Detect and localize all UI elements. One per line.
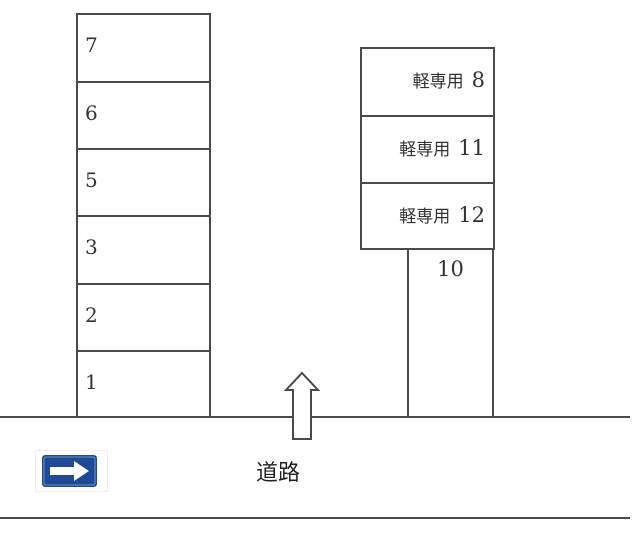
parking-column-left: 7 6 5 3 2 1	[76, 13, 211, 417]
parking-space-8[interactable]: 軽専用 8	[362, 49, 493, 117]
parking-space-1[interactable]: 1	[78, 352, 209, 417]
kei-only-label: 軽専用	[399, 140, 451, 160]
parking-space-6[interactable]: 6	[78, 83, 209, 150]
space-number: 12	[458, 203, 485, 227]
kei-only-label: 軽専用	[399, 207, 451, 227]
parking-space-10[interactable]: 10	[407, 249, 494, 417]
parking-block-kei-only: 軽専用 8 軽専用 11 軽専用 12	[360, 47, 495, 250]
space-number: 5	[85, 168, 98, 192]
space-number: 2	[85, 303, 98, 327]
space-number: 11	[458, 136, 485, 160]
space-number: 7	[85, 33, 98, 57]
road-edge-top	[0, 416, 630, 418]
parking-space-2[interactable]: 2	[78, 285, 209, 352]
parking-space-11[interactable]: 軽専用 11	[362, 117, 493, 184]
space-label: 軽専用 8	[413, 67, 485, 92]
space-label: 軽専用 11	[399, 135, 485, 160]
space-number: 10	[437, 257, 464, 281]
parking-space-12[interactable]: 軽専用 12	[362, 184, 493, 248]
road-label: 道路	[256, 461, 301, 486]
arrow-up-outline-icon	[283, 371, 321, 440]
parking-space-5[interactable]: 5	[78, 150, 209, 217]
road-edge-bottom	[0, 517, 630, 519]
space-number: 1	[85, 370, 98, 394]
parking-space-3[interactable]: 3	[78, 217, 209, 285]
space-number: 8	[471, 68, 485, 92]
one-way-sign-frame	[35, 450, 108, 492]
parking-space-7[interactable]: 7	[78, 15, 209, 83]
one-way-right-arrow-sign-icon	[42, 455, 97, 487]
space-label: 軽専用 12	[399, 202, 485, 227]
space-number: 6	[85, 101, 98, 125]
space-number: 3	[85, 235, 98, 259]
kei-only-label: 軽専用	[412, 72, 464, 92]
